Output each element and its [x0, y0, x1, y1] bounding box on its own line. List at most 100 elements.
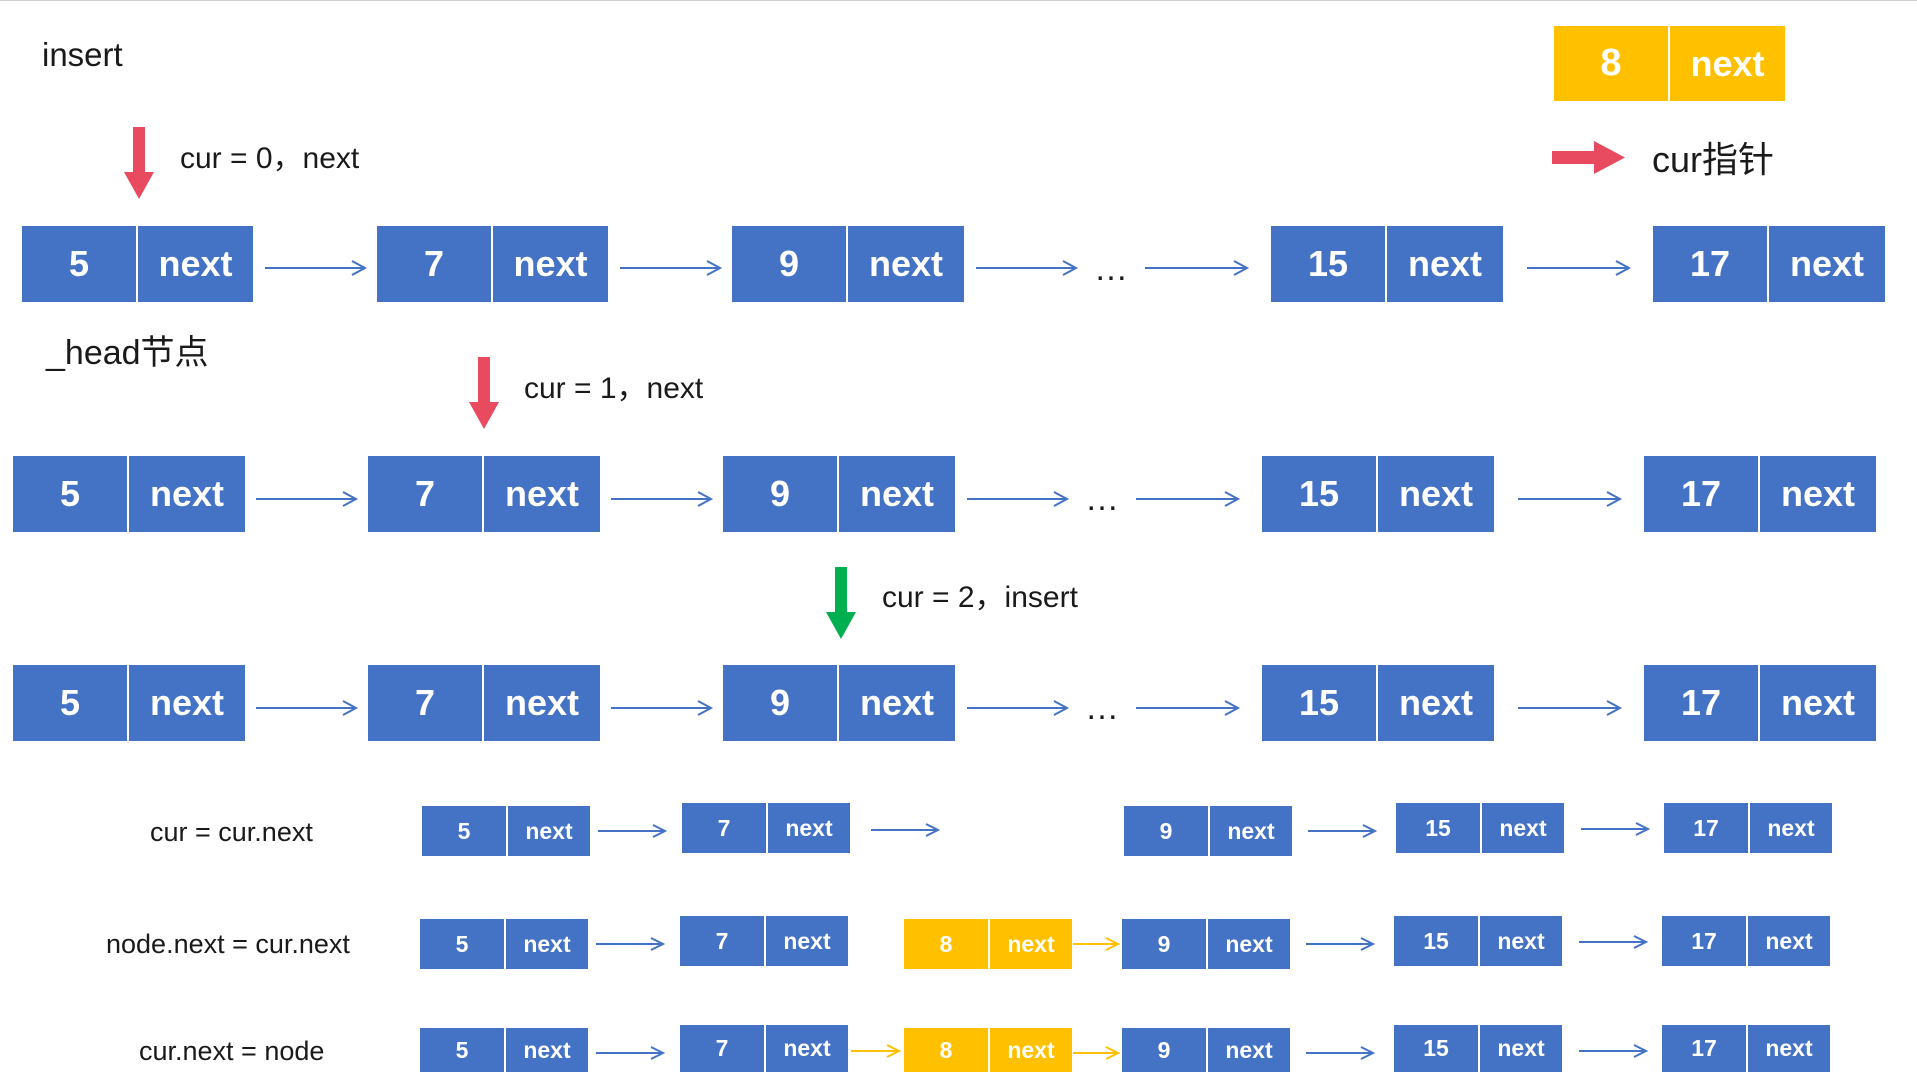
node-next: next	[484, 665, 600, 741]
row6-node-4: 9 next	[1121, 1027, 1291, 1073]
link-arrowhead	[925, 823, 941, 837]
link-arrowhead	[1362, 824, 1378, 838]
node-value: 15	[1394, 1025, 1480, 1072]
link-arrowhead	[1062, 260, 1079, 276]
cur-to-new-link-arrowhead	[886, 1044, 902, 1058]
row4-node-3: 9 next	[1123, 805, 1293, 857]
link-arrowhead	[1233, 260, 1250, 276]
node-value: 5	[422, 806, 508, 856]
node-next: next	[506, 919, 588, 969]
node-value: 7	[682, 803, 768, 853]
link-arrowhead	[351, 260, 368, 276]
node-value: 15	[1396, 803, 1482, 853]
node-next: next	[990, 919, 1072, 969]
node-value: 7	[680, 916, 766, 966]
row2-links	[256, 491, 1623, 507]
legend-cur-label: cur指针	[1652, 139, 1775, 180]
node-next: next	[839, 456, 955, 532]
row2-node-2: 7 next	[367, 455, 601, 533]
node-next: next	[768, 803, 850, 853]
op2-caption: node.next = cur.next	[106, 929, 350, 959]
new-to-next-link-arrowhead	[1105, 1046, 1121, 1060]
node-value: 17	[1653, 226, 1769, 302]
node-value: 7	[368, 665, 484, 741]
step0-caption: cur = 0，next	[180, 142, 360, 175]
node-value: 9	[1124, 806, 1210, 856]
row5-node-6: 17 next	[1661, 915, 1831, 967]
row3-node-3: 9 next	[722, 664, 956, 742]
node-value: 9	[723, 665, 839, 741]
node-value: 15	[1262, 665, 1378, 741]
title-insert: insert	[42, 36, 123, 73]
node-next: next	[839, 665, 955, 741]
step1-caption: cur = 1，next	[524, 372, 704, 405]
row5-links	[596, 935, 1649, 951]
node-next: next	[1480, 1025, 1562, 1072]
op3-caption: cur.next = node	[139, 1036, 325, 1066]
row6-node-5: 15 next	[1393, 1024, 1563, 1073]
node-value: 7	[680, 1025, 766, 1072]
node-value: 9	[1122, 919, 1208, 969]
row1-node-5: 17 next	[1652, 225, 1886, 303]
row6-links	[596, 1044, 1649, 1060]
row5-node-5: 15 next	[1393, 915, 1563, 967]
node-next: next	[1760, 665, 1876, 741]
link-arrowhead	[1633, 1044, 1649, 1058]
link-arrowhead	[706, 260, 723, 276]
link-arrowhead	[1635, 822, 1651, 836]
node-next: next	[1208, 1028, 1290, 1072]
link-arrowhead	[342, 491, 359, 507]
node-next: next	[484, 456, 600, 532]
link-arrowhead	[650, 937, 666, 951]
node-next: next	[506, 1028, 588, 1072]
node-next: next	[1748, 1025, 1830, 1072]
row2-node-1: 5 next	[12, 455, 246, 533]
link-arrowhead	[1606, 491, 1623, 507]
node-value: 5	[22, 226, 138, 302]
head-node-label: _head节点	[46, 334, 209, 372]
green-down-arrow-icon	[826, 567, 856, 639]
row5-node-4: 9 next	[1121, 918, 1291, 970]
row1-node-3: 9 next	[731, 225, 965, 303]
link-arrowhead	[1224, 700, 1241, 716]
row3-links	[256, 700, 1623, 716]
link-arrowhead	[342, 700, 359, 716]
row2-node-4: 15 next	[1261, 455, 1495, 533]
node-value: 5	[420, 919, 506, 969]
node-next: next	[1378, 456, 1494, 532]
link-arrowhead	[697, 700, 714, 716]
link-arrowhead	[1606, 700, 1623, 716]
node-next: next	[508, 806, 590, 856]
node-next: next	[1387, 226, 1503, 302]
link-arrowhead	[1053, 491, 1070, 507]
node-value: 5	[13, 665, 129, 741]
node-value: 7	[368, 456, 484, 532]
row6-new-node: 8 next	[903, 1027, 1073, 1073]
node-next: next	[129, 456, 245, 532]
node-value: 17	[1644, 456, 1760, 532]
node-next: next	[848, 226, 964, 302]
legend-node: 8 next	[1553, 25, 1786, 102]
node-next: next	[1378, 665, 1494, 741]
row1-node-4: 15 next	[1270, 225, 1504, 303]
node-next: next	[766, 1025, 848, 1072]
red-right-arrow-icon	[1552, 141, 1625, 174]
node-next: next	[1210, 806, 1292, 856]
row3-node-4: 15 next	[1261, 664, 1495, 742]
node-value: 9	[723, 456, 839, 532]
row5-new-link	[1073, 937, 1121, 951]
node-value: 15	[1394, 916, 1480, 966]
node-next: next	[129, 665, 245, 741]
node-value: 5	[13, 456, 129, 532]
node-value: 17	[1662, 916, 1748, 966]
node-next: next	[1480, 916, 1562, 966]
row4-node-5: 17 next	[1663, 802, 1833, 854]
node-value: 15	[1262, 456, 1378, 532]
link-arrowhead	[1633, 935, 1649, 949]
link-arrowhead	[1224, 491, 1241, 507]
link-arrowhead	[1360, 1046, 1376, 1060]
node-value: 17	[1664, 803, 1750, 853]
row4-node-1: 5 next	[421, 805, 591, 857]
link-arrowhead	[1053, 700, 1070, 716]
